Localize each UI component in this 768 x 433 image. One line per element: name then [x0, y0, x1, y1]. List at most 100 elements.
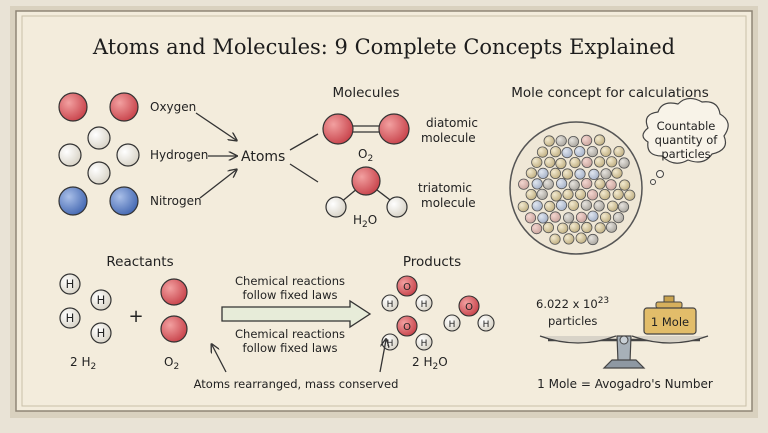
- product-o-atom: [396, 275, 418, 297]
- scale-pan-right: [631, 335, 709, 344]
- product-o-symbol: O: [465, 302, 473, 313]
- bubble-line3: particles: [661, 147, 710, 161]
- particle: [555, 135, 567, 147]
- arrow-to-products: [379, 340, 386, 373]
- product-h-atom: [477, 314, 495, 332]
- particle: [562, 212, 575, 224]
- particle: [605, 179, 617, 191]
- particle: [549, 146, 562, 158]
- o2-atom-right: [378, 113, 410, 145]
- products-heading: Products: [403, 254, 461, 270]
- coef-2h2: 2 H2: [70, 355, 96, 372]
- particle: [555, 178, 568, 190]
- particle: [580, 134, 593, 146]
- atoms-section: Oxygen Hydrogen Nitrogen Atoms: [58, 92, 319, 216]
- particle: [613, 146, 625, 158]
- particle: [593, 134, 606, 146]
- particle: [606, 156, 618, 168]
- nitrogen-atom-1: [58, 186, 88, 216]
- particle: [606, 200, 619, 212]
- h2o-oxygen-atom: [351, 166, 381, 196]
- particle: [593, 200, 605, 212]
- bubble-line1: Countable: [657, 119, 716, 133]
- particle: [587, 233, 599, 246]
- product-o-atom: [458, 295, 480, 317]
- particle: [544, 200, 556, 212]
- paper-inner-border: [21, 15, 747, 407]
- particle: [525, 167, 538, 179]
- hydrogen-atom-2: [58, 143, 82, 167]
- particle: [537, 167, 549, 179]
- particle: [517, 201, 529, 213]
- weight-handle: [655, 301, 683, 309]
- reaction-arrow: [221, 299, 372, 329]
- mole-section: Mole concept for calculations Countable …: [509, 85, 729, 391]
- arrow-nitrogen-to-atoms: [199, 170, 236, 199]
- avogadro-particles: particles: [548, 314, 597, 328]
- reactant-h-atom: [59, 273, 81, 295]
- product-o-atom: [396, 315, 418, 337]
- particle: [563, 233, 575, 245]
- particle: [612, 212, 625, 224]
- particle: [531, 178, 543, 190]
- particle: [525, 189, 537, 201]
- particle: [550, 190, 562, 202]
- particle: [581, 221, 593, 234]
- particle: [624, 189, 636, 201]
- avogadro-number: 6.022 x 1023: [536, 296, 609, 311]
- product-o-symbol: O: [403, 322, 411, 333]
- particle: [561, 147, 573, 159]
- product-h-atom: [381, 294, 399, 312]
- reactant-h-symbol: H: [66, 311, 75, 325]
- particle: [586, 189, 599, 201]
- particle: [542, 178, 554, 190]
- product-h-atom: [415, 294, 433, 312]
- particle: [581, 178, 593, 190]
- hydrogen-atom-3: [116, 143, 140, 167]
- scale-pan-left: [539, 335, 617, 344]
- particle: [549, 167, 562, 179]
- particle: [574, 146, 586, 158]
- particle: [575, 211, 588, 223]
- particle: [549, 233, 561, 245]
- particle: [568, 179, 580, 191]
- particle: [536, 188, 548, 200]
- oxygen-atom-2: [109, 92, 139, 122]
- product-water-3: O H H: [443, 295, 495, 332]
- particle: [574, 188, 587, 200]
- reactant-h-symbol: H: [97, 293, 106, 307]
- particle-cluster: [517, 134, 636, 246]
- mole-heading: Mole concept for calculations: [511, 85, 709, 101]
- reactant-o-atom-1: [160, 278, 188, 306]
- o2-formula: O2: [358, 147, 373, 164]
- product-h-symbol: H: [421, 339, 428, 349]
- particle: [594, 222, 606, 234]
- product-h-atom: [415, 333, 433, 351]
- mole-equation: 1 Mole = Avogadro's Number: [537, 377, 713, 391]
- reaction-section: Reactants Products H H H H + 2 H2 O2 Che…: [59, 254, 495, 391]
- particle: [543, 135, 555, 147]
- h2o-hydrogen-left: [325, 196, 347, 218]
- particle: [549, 211, 561, 223]
- o2-atom-left: [322, 113, 354, 145]
- law1-line2: follow fixed laws: [243, 288, 338, 302]
- reactant-h-symbol: H: [97, 326, 106, 340]
- particle: [594, 178, 606, 190]
- arrow-oxygen-to-atoms: [195, 112, 236, 140]
- thought-bubble-dot-2: [650, 179, 656, 185]
- particle: [581, 156, 593, 168]
- diatomic-label-line1: diatomic: [426, 116, 478, 130]
- particle: [567, 199, 580, 211]
- plus-sign: +: [128, 306, 143, 327]
- law1-line1: Chemical reactions: [235, 274, 345, 288]
- label-nitrogen: Nitrogen: [150, 194, 202, 208]
- particle: [542, 222, 555, 234]
- formula-2h2o: 2 H2O: [412, 355, 448, 372]
- product-o-symbol: O: [403, 282, 411, 293]
- product-h-atom: [443, 314, 461, 332]
- particle: [600, 145, 612, 157]
- particle: [557, 222, 569, 234]
- particle: [599, 211, 612, 223]
- reactant-h-atom: [59, 307, 81, 329]
